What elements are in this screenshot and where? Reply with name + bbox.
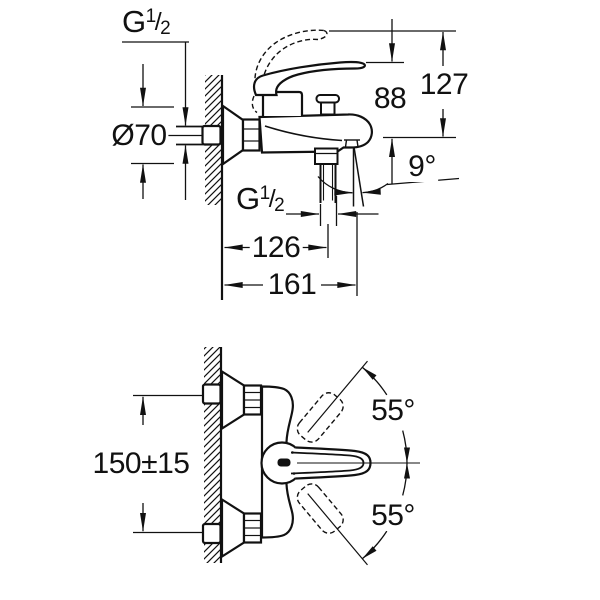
outlet-thread-numerator: 1 [259,183,271,204]
inlet-pipe-stub [176,125,203,146]
aerator-detail [344,139,360,148]
handle-swing-upper-label: 55° [369,394,417,427]
upper-union [201,369,263,431]
side-view-drawing [122,19,460,300]
shower-outlet [314,147,339,203]
dimension-swing-arcs [361,366,410,560]
dimension-lines-front [133,366,410,560]
lever-handle-side [252,60,366,97]
dimension-126 [224,224,329,258]
lever-handle-raised-dashed [251,29,328,114]
front-view-drawing [133,347,420,566]
spout-angle-label: 9° [406,150,438,183]
dimension-union-spacing [133,394,202,534]
overall-height-label: 127 [417,68,471,101]
handle-height-label: 88 [371,82,409,115]
lower-union [201,497,263,559]
dimension-lines-side [122,19,460,296]
handle-swing-lower-label: 55° [369,499,417,532]
thread-denominator: 2 [160,18,171,39]
inlet-thread-label: G1/2 [120,4,173,39]
escutcheon-cone [221,103,245,167]
outlet-thread-base: G [236,181,260,216]
thread-numerator: 1 [145,6,157,27]
thread-slash: / [154,8,162,36]
escutcheon-diameter-label: Ø70 [109,119,169,152]
detail-dot-upper [291,451,294,454]
wall-to-outlet-distance-label: 126 [249,231,303,264]
outlet-thread-label: G1/2 [234,181,287,216]
outlet-thread-denominator: 2 [274,195,285,216]
temp-indicator [277,458,291,467]
body-contour-line [264,125,343,142]
mixer-body-side [258,113,373,154]
outlet-thread-slash: / [268,185,276,213]
handle-swing-centerlines [307,360,368,566]
dimension-escutcheon-diameter [131,64,174,199]
union-square-nut [201,124,222,146]
wall-section-side [205,75,224,300]
union-nut [241,118,261,152]
union-spacing-label: 150±15 [90,447,192,480]
thread-base: G [122,4,146,39]
spout-stream-lines [352,146,365,207]
dimension-161 [224,212,358,296]
wall-to-spout-distance-label: 161 [265,268,319,301]
diverter-knob [315,94,340,116]
dimension-spout-angle [317,176,460,196]
dimension-inlet-thread [122,41,189,200]
detail-dot-lower [292,472,296,475]
